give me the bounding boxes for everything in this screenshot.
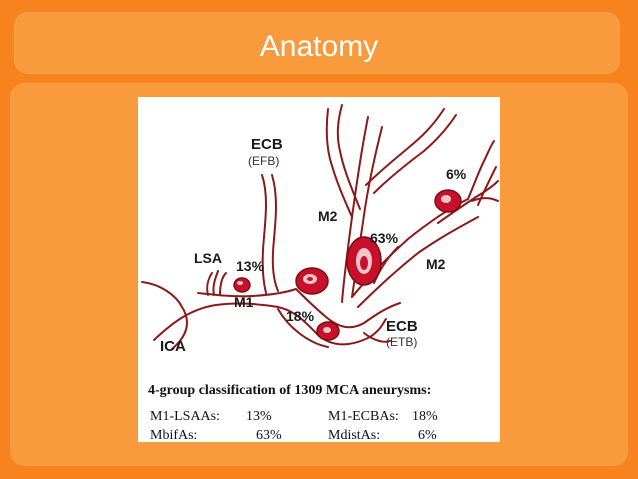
vessel-tree	[141, 104, 499, 350]
m2-upper-side-branch-left	[325, 108, 353, 218]
lsa-vessel-1	[206, 272, 213, 296]
label-ecb-top: ECB	[251, 136, 283, 153]
label-lsa: LSA	[194, 250, 222, 266]
m1-upper-course	[295, 288, 401, 329]
lsa-vessel-3	[219, 272, 227, 296]
ecb-efb-right-wall	[271, 174, 279, 292]
label-m2-upper: M2	[318, 208, 338, 224]
caption-row2-right-name: MdistAs:	[328, 428, 380, 442]
m2-right-distal-branch	[437, 180, 499, 224]
aneurysms	[233, 189, 462, 341]
label-m1: M1	[234, 294, 254, 310]
mca-anatomy-diagram: ECB (EFB) M2 63% 6% LSA 13% M2 M1 18% EC…	[141, 104, 499, 442]
label-pct-13: 13%	[236, 258, 265, 274]
caption-row2-right-value: 6%	[418, 428, 437, 442]
label-etb: (ETB)	[386, 335, 417, 349]
anatomy-figure: ECB (EFB) M2 63% 6% LSA 13% M2 M1 18% EC…	[138, 97, 500, 442]
label-pct-6: 6%	[446, 166, 467, 182]
caption-row1-right-value: 18%	[412, 409, 438, 424]
label-efb: (EFB)	[248, 154, 279, 168]
slide-title: Anatomy	[259, 30, 379, 63]
m2-mid-branch-right	[373, 114, 457, 194]
m1-ecb-aneurysm	[295, 267, 329, 295]
label-m2-right: M2	[426, 256, 446, 272]
title-panel	[14, 12, 620, 74]
m1-lower-course	[277, 306, 387, 346]
m1-lower-wall	[153, 302, 279, 341]
m2-upper-side-branch-right	[336, 104, 361, 210]
caption-row2-left-value: 63%	[256, 428, 282, 442]
label-ecb-bottom: ECB	[386, 318, 418, 335]
distal-branch-1	[467, 140, 495, 200]
m2-lower-right-wall	[357, 216, 479, 308]
label-pct-18: 18%	[286, 308, 315, 324]
caption-row2-left-name: MbifAs:	[150, 428, 197, 442]
caption-row1-right-name: M1-ECBAs:	[328, 409, 399, 424]
distal-aneurysm	[434, 189, 462, 213]
ica-vessel	[141, 281, 188, 350]
caption-row1-left-name: M1-LSAAs:	[150, 409, 220, 424]
label-pct-63: 63%	[370, 230, 399, 246]
label-ica: ICA	[160, 338, 186, 355]
caption-row1-left-value: 13%	[246, 409, 272, 424]
distal-branch-2	[477, 166, 497, 206]
bifurcation-aneurysm	[346, 236, 382, 286]
caption-heading: 4-group classification of 1309 MCA aneur…	[148, 383, 431, 398]
lsa-vessel-2	[212, 270, 219, 296]
m2-mid-branch-left	[365, 108, 445, 186]
ecb-efb-left-wall	[261, 174, 267, 294]
distal-branch-3	[471, 197, 499, 202]
ecb-etb-vessel	[363, 332, 391, 343]
m1-etb-aneurysm	[316, 321, 340, 341]
m1-distal-curve	[277, 308, 329, 348]
m1-lsa-aneurysm	[233, 277, 251, 293]
